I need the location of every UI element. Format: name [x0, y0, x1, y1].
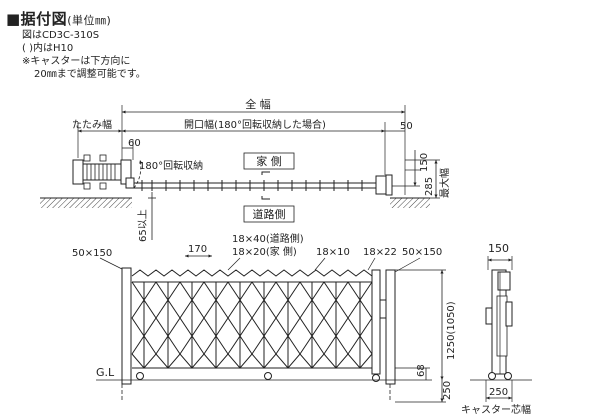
- ground-hatch-right: [390, 198, 430, 208]
- ground-level-label: G.L: [96, 366, 115, 379]
- post-left-label: 50×150: [72, 248, 112, 259]
- side-dim-250: 250: [489, 387, 508, 398]
- gate-lattice: [131, 269, 373, 369]
- folded-gate-bundle: [72, 154, 135, 190]
- latch: [379, 299, 387, 319]
- pipe-inner-label: 18×10: [316, 247, 350, 258]
- dim-170: 170: [188, 244, 207, 255]
- rotation-label: 180°回転収納: [139, 159, 203, 172]
- note-caster: ※キャスターは下方向に: [22, 56, 131, 67]
- unit-label: (単位㎜): [67, 14, 112, 27]
- side-dim-150: 150: [488, 242, 509, 255]
- dim-68: 68: [416, 364, 427, 377]
- dim-50-plan: 50: [400, 121, 413, 132]
- dim-150-plan: 150: [419, 153, 430, 172]
- caster: [504, 372, 512, 380]
- post-right: [385, 269, 396, 385]
- pipe-22-label: 18×22: [363, 247, 397, 258]
- house-side-box: [243, 152, 295, 170]
- caster: [264, 372, 272, 380]
- post-left: [121, 267, 132, 385]
- page-title: ■据付図(単位㎜): [6, 8, 111, 29]
- opening-width-label: 開口幅(180°回転収納した場合): [184, 118, 326, 131]
- caster-width-label: キャスター芯幅: [461, 403, 531, 416]
- dim-250-elev: 250: [442, 381, 453, 400]
- note-adjust: 20㎜まで調整可能です。: [34, 69, 146, 80]
- gate-end-frame: [371, 269, 381, 375]
- overall-width-label: 全 幅: [245, 97, 271, 111]
- folded-width-label: たたみ幅: [72, 118, 112, 131]
- house-side-label: 家 側: [256, 154, 282, 168]
- min-65-label: 65以上: [137, 209, 149, 242]
- dim-60: 60: [128, 138, 141, 149]
- caster: [372, 374, 380, 382]
- caster: [136, 372, 144, 380]
- note-model: 図はCD3C-310S: [22, 30, 100, 41]
- dim-285: 285: [424, 177, 435, 196]
- elevation-view: 50×150 170 18×40(道路側) 18×20(家 側) 18×10 1…: [72, 232, 457, 403]
- side-view: 150 250 キャスター芯幅: [461, 242, 532, 416]
- plan-view: 全 幅 たたみ幅 開口幅(180°回転収納した場合) 50 60: [40, 97, 451, 242]
- height-label: 1250(1050): [446, 301, 457, 360]
- extended-gate-plan: [134, 171, 393, 200]
- pipe-house-label: 18×20(家 側): [232, 245, 297, 258]
- post-right-label: 50×150: [402, 247, 442, 258]
- road-side-box: [243, 205, 295, 223]
- max-width-label: 最大幅: [438, 168, 451, 198]
- caster: [488, 372, 496, 380]
- note-h10: ( )内はH10: [22, 43, 74, 54]
- ground-hatch-left: [40, 198, 132, 208]
- road-side-label: 道路側: [253, 207, 286, 221]
- pipe-road-label: 18×40(道路側): [232, 232, 304, 245]
- title-text: ■据付図: [6, 10, 68, 28]
